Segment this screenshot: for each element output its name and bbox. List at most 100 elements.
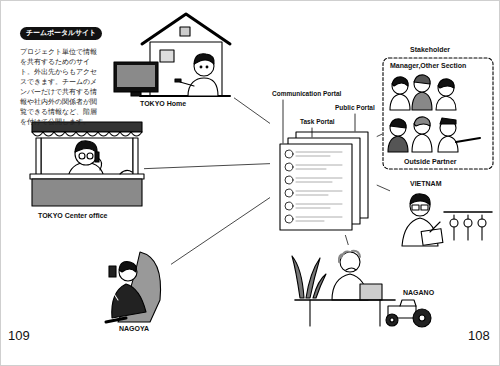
portal-pages-illustration xyxy=(296,221,324,222)
node-label: NAGANO xyxy=(403,289,434,297)
kiosk-illustration xyxy=(120,170,132,174)
node-label: VIETNAM xyxy=(410,180,442,188)
stakeholder-node: StakeholderManager,Other SectionOutside … xyxy=(382,46,494,170)
illustration xyxy=(30,14,493,327)
kiosk-illustration xyxy=(87,153,93,159)
kiosk-illustration xyxy=(95,152,99,162)
chair-person-illustration xyxy=(113,278,118,300)
kiosk-illustration xyxy=(32,132,142,136)
chair-person-illustration xyxy=(112,284,146,318)
house-illustration xyxy=(114,14,230,96)
worker-illustration xyxy=(421,229,443,246)
stakeholder-illustration xyxy=(414,75,430,84)
node-label: Communication Portal xyxy=(272,90,341,97)
leader-line xyxy=(312,128,313,137)
kiosk-illustration xyxy=(75,141,97,153)
worker-illustration xyxy=(450,219,458,227)
portal-pages-illustration xyxy=(296,208,330,209)
stakeholder-illustration xyxy=(456,138,480,142)
house-illustration xyxy=(200,66,202,68)
farm-illustration xyxy=(292,251,431,327)
stakeholder-illustration xyxy=(392,77,408,86)
farm-illustration xyxy=(346,268,356,270)
stakeholder-illustration xyxy=(383,58,493,169)
kiosk-illustration xyxy=(30,174,144,179)
farm-illustration xyxy=(390,318,394,322)
worker-illustration xyxy=(410,194,430,205)
portal-pages-illustration xyxy=(285,150,293,158)
node-label: NAGOYA xyxy=(119,325,149,333)
farm-illustration xyxy=(379,300,380,326)
stakeholder-illustration xyxy=(383,58,493,169)
stakeholder-illustration xyxy=(390,119,406,128)
house-illustration xyxy=(180,27,190,36)
title-pill: チームポータルサイト xyxy=(20,27,102,40)
worker-illustration xyxy=(481,227,482,240)
worker-illustration xyxy=(478,219,486,227)
portal-pages-illustration xyxy=(285,202,293,210)
kiosk-illustration xyxy=(41,138,133,178)
portal-pages-illustration xyxy=(285,150,342,223)
kiosk-illustration xyxy=(30,122,144,206)
house-illustration xyxy=(188,78,218,96)
worker-illustration xyxy=(412,205,419,210)
farm-illustration xyxy=(386,314,398,326)
house-illustration xyxy=(117,65,155,87)
farm-illustration xyxy=(313,274,326,298)
kiosk-illustration xyxy=(79,153,85,159)
stakeholder-illustration xyxy=(438,136,458,152)
portal-pages-illustration xyxy=(280,144,352,230)
worker-illustration xyxy=(467,215,468,219)
worker-illustration xyxy=(444,211,492,213)
chair-person-illustration xyxy=(106,252,161,322)
node-label: Manager,Other Section xyxy=(390,62,466,70)
connector-line xyxy=(377,134,382,136)
worker-illustration xyxy=(467,227,468,240)
portal-pages-illustration xyxy=(285,176,293,184)
house-illustration xyxy=(160,50,174,62)
worker-illustration xyxy=(464,219,472,227)
portal-pages-illustration xyxy=(285,215,293,223)
node-label: Stakeholder xyxy=(410,46,450,54)
location-node: NAGANO xyxy=(285,245,437,330)
portal-pages-illustration xyxy=(296,217,342,218)
house-illustration xyxy=(180,82,194,86)
node-label: Public Portal xyxy=(335,104,375,111)
worker-illustration xyxy=(430,222,440,232)
location-node: TOKYO Home xyxy=(128,10,234,110)
leader-line xyxy=(355,114,356,131)
stakeholder-illustration xyxy=(412,92,432,110)
worker-illustration xyxy=(453,215,454,219)
worker-illustration xyxy=(421,205,428,210)
portal-pages-illustration xyxy=(296,191,342,192)
description-text: プロジェクト単位で情報を共有するためのサイト。外出先からもアクセスできます。チー… xyxy=(20,47,102,128)
portal-pages-illustration xyxy=(296,195,328,196)
leader-line xyxy=(283,100,284,143)
house-illustration xyxy=(150,42,222,96)
chair-person-illustration xyxy=(109,266,116,277)
chair-person-illustration xyxy=(119,262,136,272)
farm-illustration xyxy=(339,251,360,262)
location-node: TOKYO Center office xyxy=(28,120,144,222)
house-illustration xyxy=(194,54,214,64)
node-label: Task Portal xyxy=(300,118,335,125)
house-illustration xyxy=(206,66,208,68)
portal-pages-illustration xyxy=(296,178,342,179)
worker-illustration xyxy=(481,215,482,219)
farm-illustration xyxy=(413,309,431,327)
house-illustration xyxy=(114,62,158,92)
node-label: TOKYO Center office xyxy=(38,212,108,220)
worker-illustration xyxy=(402,194,492,246)
farm-illustration xyxy=(309,300,310,326)
kiosk-illustration xyxy=(36,138,41,178)
portal-pages-illustration xyxy=(280,100,368,230)
page-number: 108 xyxy=(468,328,490,343)
portal-pages-illustration xyxy=(296,156,330,157)
stakeholder-illustration xyxy=(436,96,456,110)
portal-node: Communication PortalPublic PortalTask Po… xyxy=(270,88,377,235)
stakeholder-illustration xyxy=(390,94,410,110)
location-node: VIETNAM xyxy=(390,178,495,250)
portal-pages-illustration xyxy=(296,182,332,183)
worker-illustration xyxy=(453,227,454,240)
